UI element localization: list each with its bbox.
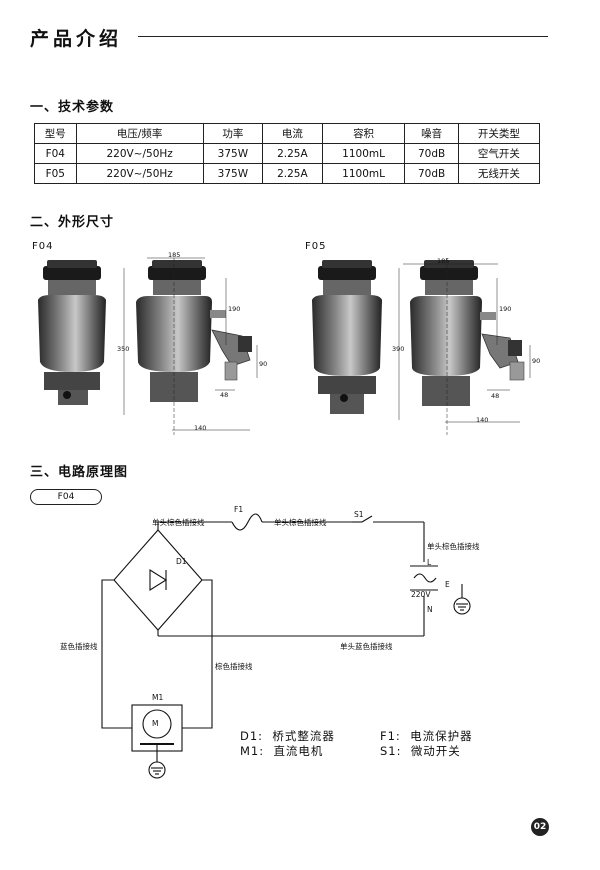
dim-f05-width: 185: [437, 257, 450, 265]
table-cell: F04: [34, 143, 77, 164]
dim-f04-base: 48: [220, 391, 229, 399]
table-header-cell: 噪音: [404, 123, 459, 144]
figure-label-f05: F05: [305, 241, 327, 252]
table-header-cell: 电流: [262, 123, 323, 144]
legend-code: M1:: [240, 744, 265, 758]
table-header-cell: 功率: [202, 123, 264, 144]
label-wire-top-mid: 单头棕色插接线: [274, 518, 327, 527]
table-cell: 220V~/50Hz: [75, 163, 204, 184]
ac-source-symbol: [413, 573, 437, 583]
dim-f04-bottom: 140: [194, 424, 207, 432]
ground-icon: [148, 761, 166, 779]
f05-front-view: [312, 260, 382, 414]
legend-desc: 直流电机: [273, 744, 324, 758]
table-header-cell: 电压/频率: [75, 123, 204, 144]
dim-f04-height: 350: [117, 345, 130, 353]
switch-s1: [361, 515, 373, 523]
legend-item-m1: M1: 直流电机: [240, 743, 323, 759]
table-header-cell: 容积: [321, 123, 406, 144]
label-m: M: [152, 719, 159, 728]
table-cell: F05: [34, 163, 77, 184]
table-cell: 无线开关: [457, 163, 541, 184]
table-cell: 375W: [202, 163, 264, 184]
table-cell: 70dB: [404, 143, 459, 164]
table-row: F05 220V~/50Hz 375W 2.25A 1100mL 70dB 无线…: [34, 163, 541, 184]
label-f1: F1: [234, 505, 244, 514]
dim-f05-height: 390: [392, 345, 405, 353]
section-specs-heading: 一、技术参数: [30, 100, 115, 115]
figure-label-f04: F04: [32, 241, 54, 252]
label-s1: S1: [354, 510, 364, 519]
label-wire-bottom: 单头蓝色插接线: [340, 642, 393, 651]
label-voltage: 220V: [411, 590, 431, 599]
product-drawings: [38, 257, 531, 435]
f04-front-view: [38, 260, 106, 405]
label-d1: D1: [176, 557, 187, 566]
label-e: E: [445, 580, 450, 589]
legend-desc: 桥式整流器: [272, 729, 335, 743]
table-cell: 1100mL: [321, 143, 406, 164]
legend-desc: 微动开关: [410, 744, 461, 758]
table-cell: 1100mL: [321, 163, 406, 184]
dim-f05-outlet: 90: [532, 357, 541, 365]
legend-item-d1: D1: 桥式整流器: [240, 728, 335, 744]
table-cell: 2.25A: [262, 163, 323, 184]
table-header-cell: 开关类型: [457, 123, 541, 144]
table-cell: 70dB: [404, 163, 459, 184]
earth-ground-icon: [453, 597, 471, 615]
fuse-f1: [231, 513, 263, 531]
dim-f04-side: 190: [228, 305, 241, 313]
dim-f05-base: 48: [491, 392, 500, 400]
motor-m1-icon: [142, 709, 172, 739]
legend-desc: 电流保护器: [410, 729, 473, 743]
section-dimensions-heading: 二、外形尺寸: [30, 215, 115, 230]
dim-f05-side: 190: [499, 305, 512, 313]
label-wire-center: 棕色插接线: [215, 662, 253, 671]
table-cell: 2.25A: [262, 143, 323, 164]
table-cell: 空气开关: [457, 143, 541, 164]
dim-f05-bottom: 140: [476, 416, 489, 424]
table-row: F04 220V~/50Hz 375W 2.25A 1100mL 70dB 空气…: [34, 143, 541, 164]
title-rule: [138, 36, 548, 37]
circuit-diagram: [101, 513, 471, 779]
label-n: N: [427, 605, 433, 614]
dim-f04-outlet: 90: [259, 360, 268, 368]
spec-table: 型号 电压/频率 功率 电流 容积 噪音 开关类型 F04 220V~/50Hz…: [34, 123, 541, 184]
label-wire-top-left: 单头棕色插接线: [152, 518, 205, 527]
table-header-cell: 型号: [34, 123, 77, 144]
f05-side-view: [398, 258, 531, 435]
legend-item-s1: S1: 微动开关: [380, 743, 461, 759]
section-circuit-heading: 三、电路原理图: [30, 465, 129, 480]
label-wire-left: 蓝色插接线: [60, 642, 98, 651]
label-m1: M1: [152, 693, 164, 702]
label-l: L: [427, 558, 432, 567]
dim-f04-width: 185: [168, 251, 181, 259]
page-number: 02: [531, 818, 549, 836]
label-wire-right: 单头棕色插接线: [427, 542, 480, 551]
table-cell: 220V~/50Hz: [75, 143, 204, 164]
table-header-row: 型号 电压/频率 功率 电流 容积 噪音 开关类型: [34, 123, 541, 144]
page-title: 产品介绍: [30, 28, 123, 50]
legend-code: D1:: [240, 729, 264, 743]
legend-code: F1:: [380, 729, 401, 743]
legend-code: S1:: [380, 744, 402, 758]
table-cell: 375W: [202, 143, 264, 164]
model-badge: F04: [30, 489, 102, 505]
f04-side-view: [123, 257, 258, 435]
diode-icon: [149, 569, 168, 591]
legend-item-f1: F1: 电流保护器: [380, 728, 473, 744]
